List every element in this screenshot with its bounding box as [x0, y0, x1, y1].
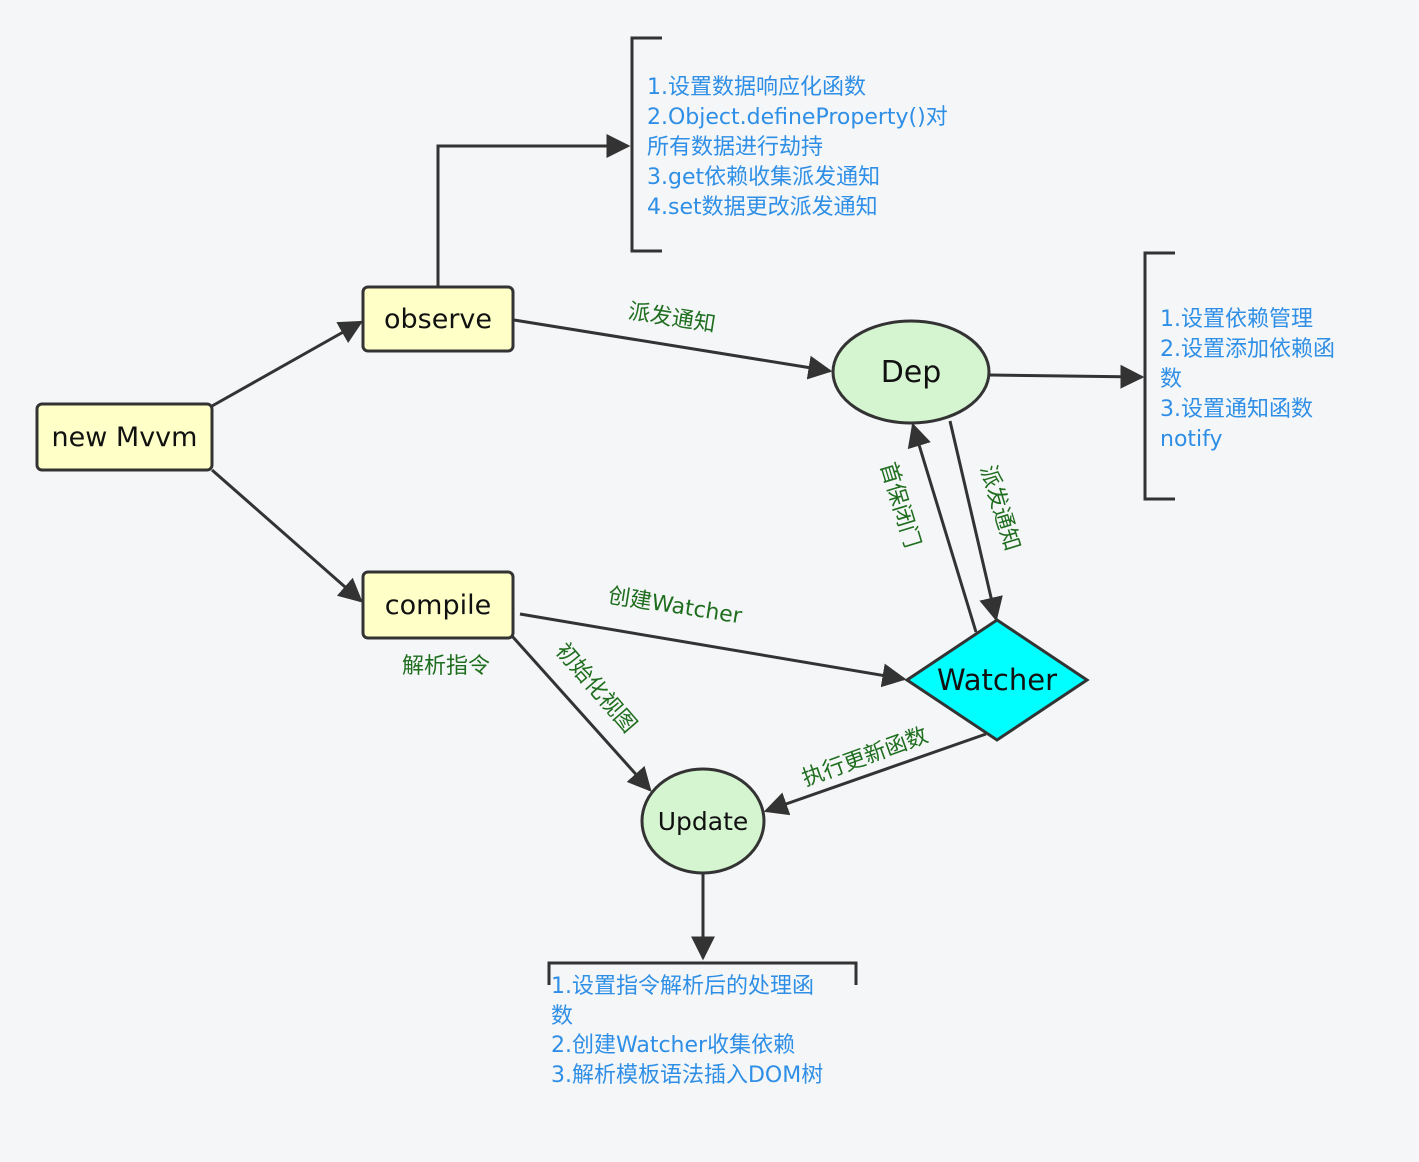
bracket-dep-note: [1143, 251, 1175, 501]
arrow-compile-to-watcher: [519, 612, 907, 688]
arrow-watcher-to-update: [763, 732, 987, 816]
arrow-new-mvvm-to-compile: [211, 468, 363, 603]
edge-label-compile-parse: 解析指令: [402, 654, 490, 679]
note-update-line-4: 3.解析模板语法插入DOM树: [551, 1063, 823, 1088]
note-dep-line-3: 数: [1160, 367, 1182, 392]
edge-label-watcher-dep: 首保闭门: [875, 459, 925, 550]
edge-label-compile-watcher: 创建Watcher: [606, 584, 744, 630]
note-dep: 1.设置依赖管理 2.设置添加依赖函 数 3.设置通知函数 notify: [1160, 307, 1335, 452]
note-dep-line-4: 3.设置通知函数: [1160, 397, 1313, 422]
arrow-observe-to-note: [436, 134, 631, 286]
node-observe: observe: [361, 285, 515, 353]
node-dep-label: Dep: [881, 355, 942, 390]
node-watcher: Watcher: [904, 618, 1090, 742]
note-update-line-1: 1.设置指令解析后的处理函: [551, 974, 814, 999]
edge-label-dep-watcher: 派发通知: [975, 462, 1025, 553]
note-update-line-2: 数: [551, 1004, 573, 1029]
arrow-watcher-to-dep: [907, 422, 978, 633]
edge-label-watcher-update: 执行更新函数: [799, 723, 932, 792]
note-dep-line-1: 1.设置依赖管理: [1160, 307, 1313, 332]
arrow-compile-to-update: [510, 634, 652, 792]
bracket-observe-note: [630, 36, 662, 253]
note-update: 1.设置指令解析后的处理函 数 2.创建Watcher收集依赖 3.解析模板语法…: [551, 974, 823, 1088]
node-observe-label: observe: [384, 304, 492, 335]
node-update-label: Update: [658, 807, 749, 836]
node-new-mvvm-label: new Mvvm: [52, 422, 198, 453]
note-observe-line-3: 所有数据进行劫持: [647, 135, 823, 160]
node-update: Update: [640, 767, 766, 875]
note-observe-line-1: 1.设置数据响应化函数: [647, 75, 866, 100]
edge-label-observe-dep: 派发通知: [627, 299, 718, 337]
note-observe-line-4: 3.get依赖收集派发通知: [647, 165, 880, 190]
arrow-observe-to-dep: [513, 318, 833, 380]
note-update-line-3: 2.创建Watcher收集依赖: [551, 1033, 795, 1058]
node-new-mvvm: new Mvvm: [35, 402, 214, 472]
node-dep: Dep: [831, 319, 991, 425]
node-watcher-label: Watcher: [937, 663, 1057, 697]
node-compile: compile: [361, 570, 515, 640]
connectors: [211, 134, 1145, 961]
note-dep-line-5: notify: [1160, 427, 1223, 452]
brackets: [547, 36, 1175, 985]
note-dep-line-2: 2.设置添加依赖函: [1160, 337, 1335, 362]
arrow-dep-to-watcher: [948, 420, 1003, 622]
note-observe-line-2: 2.Object.defineProperty()对: [647, 105, 948, 130]
arrow-new-mvvm-to-observe: [211, 320, 364, 408]
note-observe-line-5: 4.set数据更改派发通知: [647, 195, 878, 220]
bracket-update-note: [547, 961, 858, 985]
edge-label-compile-update: 初始化视图: [550, 639, 641, 738]
node-compile-label: compile: [385, 590, 491, 621]
note-observe: 1.设置数据响应化函数 2.Object.defineProperty()对 所…: [647, 75, 948, 220]
arrow-dep-to-note: [989, 364, 1145, 389]
